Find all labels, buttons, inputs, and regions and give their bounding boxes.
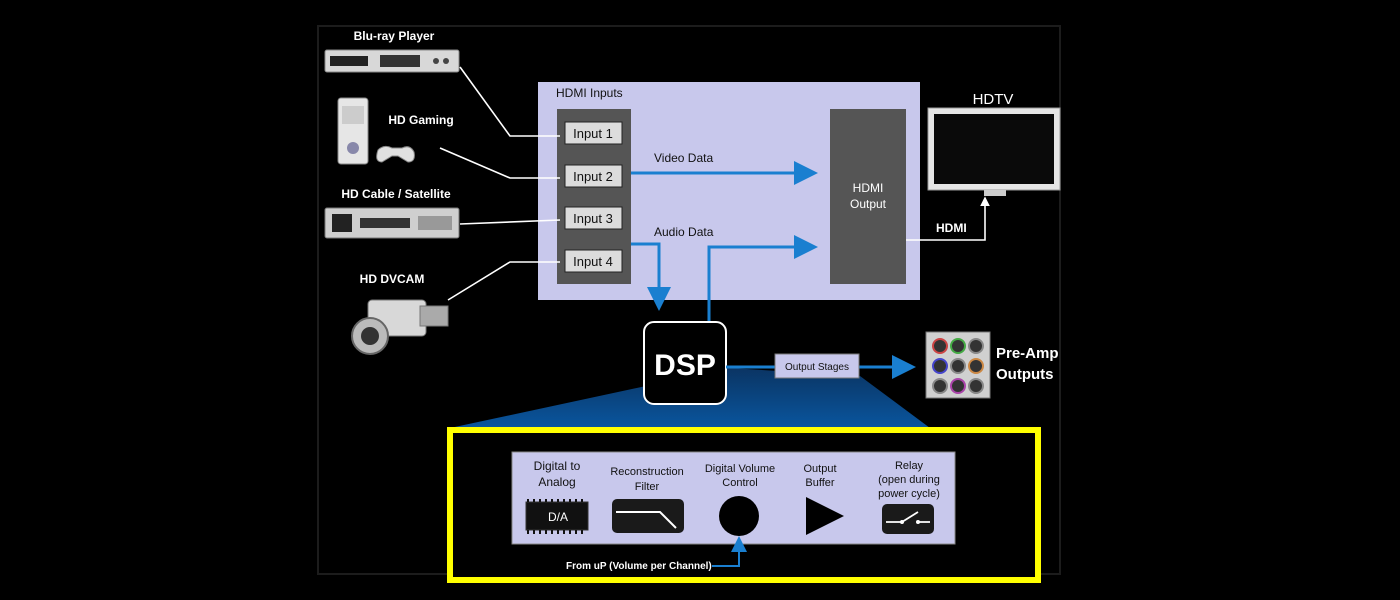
bluray-label: Blu-ray Player bbox=[354, 29, 435, 43]
buffer-line1: Output bbox=[803, 463, 836, 475]
hdmi-output-line1: HDMI bbox=[853, 181, 884, 195]
input-1-label: Input 1 bbox=[573, 126, 613, 141]
from-up-arrow bbox=[712, 536, 747, 567]
lowpass-filter-icon bbox=[612, 499, 684, 533]
preamp-line2: Outputs bbox=[996, 366, 1054, 383]
cable-wire bbox=[459, 219, 561, 225]
volume-line1: Digital Volume bbox=[705, 463, 775, 475]
dsp-label: DSP bbox=[654, 349, 716, 382]
camcorder-icon bbox=[351, 299, 449, 355]
input-2-box: Input 2 bbox=[564, 164, 623, 188]
hdmi-link-label: HDMI bbox=[936, 221, 967, 235]
buffer-triangle-icon bbox=[806, 497, 844, 535]
dac-line1: Digital to bbox=[534, 459, 581, 473]
hdmi-output-block bbox=[830, 109, 906, 284]
dac-chip-label: D/A bbox=[548, 510, 568, 524]
relay-line3: power cycle) bbox=[878, 488, 940, 500]
dsp-block bbox=[643, 321, 727, 405]
volume-knob-icon bbox=[719, 496, 759, 536]
volume-line2: Control bbox=[722, 477, 757, 489]
input-1-box: Input 1 bbox=[564, 121, 623, 145]
relay-line1: Relay bbox=[895, 460, 924, 472]
input-3-box: Input 3 bbox=[564, 206, 623, 230]
cable-box-icon bbox=[324, 207, 460, 239]
hdmi-to-tv-arrow bbox=[906, 196, 990, 241]
output-stages-label: Output Stages bbox=[785, 362, 849, 373]
bluray-player-icon bbox=[324, 49, 460, 73]
input-4-box: Input 4 bbox=[564, 249, 623, 273]
filter-line2: Filter bbox=[635, 481, 660, 493]
hdmi-output-line2: Output bbox=[850, 197, 887, 211]
audio-to-dsp-arrow bbox=[631, 242, 671, 311]
gaming-wire bbox=[439, 147, 560, 179]
dvcam-label: HD DVCAM bbox=[360, 272, 425, 286]
output-stages-box bbox=[774, 353, 860, 379]
hdmi-inputs-title: HDMI Inputs bbox=[556, 86, 623, 100]
tv-icon bbox=[927, 107, 1061, 196]
relay-switch-icon bbox=[882, 504, 934, 534]
dac-chip-icon bbox=[525, 499, 589, 534]
gaming-label: HD Gaming bbox=[388, 113, 453, 127]
bluray-wire bbox=[459, 66, 560, 137]
input-4-label: Input 4 bbox=[573, 254, 613, 269]
audio-data-label: Audio Data bbox=[654, 225, 714, 239]
input-2-label: Input 2 bbox=[573, 169, 613, 184]
hdtv-label: HDTV bbox=[973, 91, 1014, 108]
dvcam-wire bbox=[447, 261, 560, 301]
gamepad-icon bbox=[376, 145, 415, 163]
preamp-line1: Pre-Amp bbox=[996, 345, 1059, 362]
cable-label: HD Cable / Satellite bbox=[341, 187, 451, 201]
buffer-line2: Buffer bbox=[805, 477, 834, 489]
input-3-label: Input 3 bbox=[573, 211, 613, 226]
filter-line1: Reconstruction bbox=[610, 466, 683, 478]
game-console-icon bbox=[337, 97, 369, 165]
from-up-label: From uP (Volume per Channel) bbox=[566, 561, 712, 572]
relay-line2: (open during bbox=[878, 474, 940, 486]
video-data-label: Video Data bbox=[654, 151, 713, 165]
dsp-to-hdmi-arrow bbox=[707, 235, 818, 322]
dac-line2: Analog bbox=[538, 475, 575, 489]
preamp-jacks-icon bbox=[925, 331, 991, 399]
